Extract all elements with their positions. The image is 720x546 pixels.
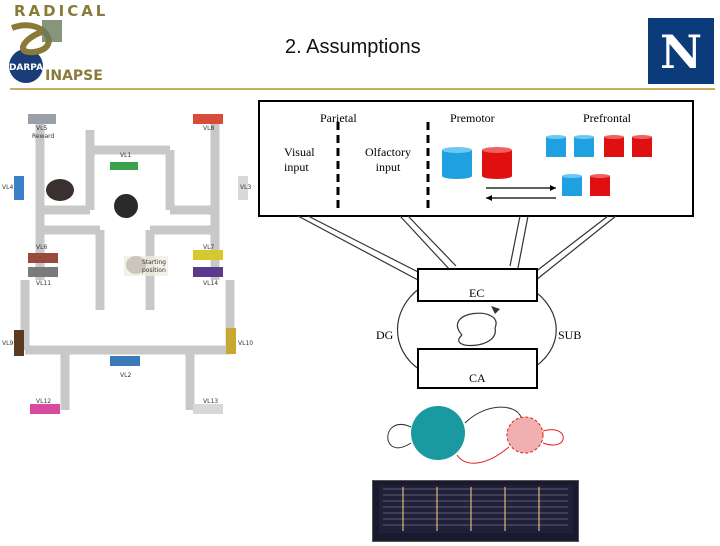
visual-input-label: Visual input xyxy=(284,145,315,174)
maze-reward-label: Reward xyxy=(32,133,55,140)
projection-arrows xyxy=(297,215,617,371)
ec-label: EC xyxy=(469,286,485,300)
university-logo: N xyxy=(648,18,714,84)
synapse-logo: DARPA INAPSE xyxy=(4,18,108,86)
maze-label: VL9 xyxy=(2,340,14,347)
svg-text:INAPSE: INAPSE xyxy=(45,68,103,84)
dg-label: DG xyxy=(376,328,394,342)
maze-label: VL12 xyxy=(36,398,52,405)
svg-text:N: N xyxy=(660,25,702,79)
maze-label: VL11 xyxy=(36,280,52,287)
maze-figure: VL5 Reward VL8 VL1 VL4 VL3 VL6 VL7 VL11 … xyxy=(0,110,260,420)
maze-start-label: Starting position xyxy=(142,259,166,274)
network-diagram xyxy=(375,393,575,473)
olfactory-input-label: Olfactory input xyxy=(365,145,411,174)
maze-label: VL8 xyxy=(203,125,215,132)
maze-label: VL2 xyxy=(120,372,132,379)
premotor-label: Premotor xyxy=(450,111,495,125)
prefrontal-label: Prefrontal xyxy=(583,111,631,125)
maze-label: VL7 xyxy=(203,244,215,251)
header-divider xyxy=(10,88,715,90)
maze-label: VL10 xyxy=(238,340,254,347)
sub-label: SUB xyxy=(558,328,582,342)
parietal-label: Parietal xyxy=(320,111,357,125)
ca-label: CA xyxy=(469,371,486,385)
maze-label: VL1 xyxy=(120,152,132,159)
page-title: 2. Assumptions xyxy=(285,36,421,58)
maze-label: VL6 xyxy=(36,244,48,251)
spike-raster-plot xyxy=(372,480,579,542)
ca-box: CA xyxy=(417,348,538,389)
maze-label: VL4 xyxy=(2,184,14,191)
cortex-box: Parietal Premotor Prefrontal Visual inpu… xyxy=(258,100,694,217)
maze-label: VL13 xyxy=(203,398,219,405)
ec-box: EC xyxy=(417,268,538,302)
maze-label: VL3 xyxy=(240,184,252,191)
svg-text:DARPA: DARPA xyxy=(9,63,43,73)
radical-logo: RADICAL xyxy=(14,2,109,20)
maze-label: VL14 xyxy=(203,280,219,287)
maze-label: VL5 xyxy=(36,125,48,132)
